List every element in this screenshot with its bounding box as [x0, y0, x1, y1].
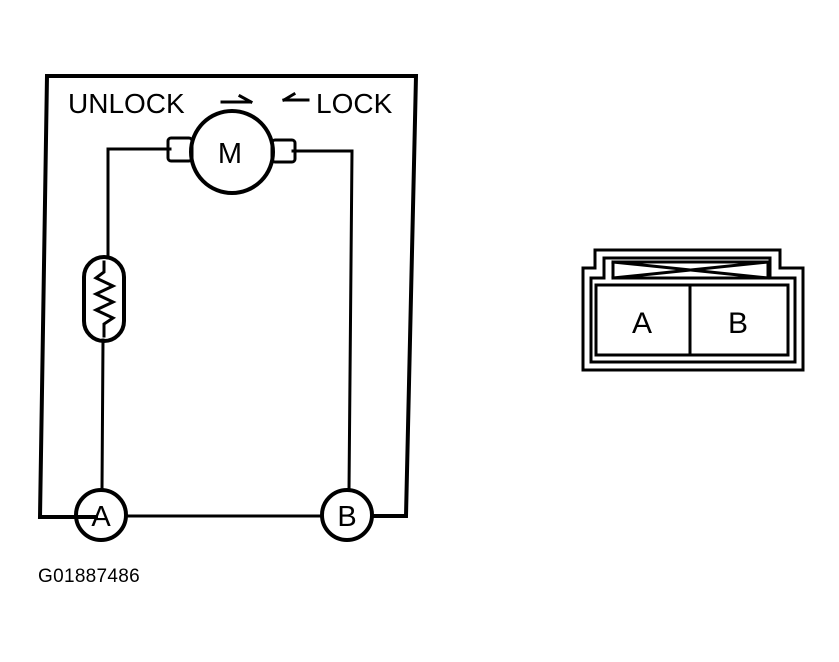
wire-left-lower	[100, 338, 105, 492]
terminal-b-label: B	[337, 501, 356, 533]
terminal-b: B	[320, 488, 374, 542]
connector-face: A B	[581, 248, 805, 372]
motor-label: M	[218, 138, 242, 170]
terminal-a: A	[74, 488, 128, 542]
lock-label: LOCK	[316, 88, 393, 119]
connector-outer-shell	[581, 248, 805, 372]
motor-brush-left	[166, 136, 194, 163]
motor: M	[166, 109, 297, 195]
connector-latch-icon	[611, 260, 770, 280]
unlock-label: UNLOCK	[68, 88, 185, 119]
figure-id: G01887486	[38, 566, 141, 587]
wire-right	[291, 149, 354, 492]
terminal-a-label: A	[91, 501, 111, 533]
connector-pin-area	[594, 283, 790, 357]
arrow-left-icon	[281, 91, 310, 103]
wire-left-upper	[106, 147, 172, 260]
arrow-right-icon	[220, 93, 254, 105]
connector-pin-b-label: B	[728, 307, 748, 340]
connector-pin-a-label: A	[632, 307, 652, 340]
connector-inner-shell	[589, 256, 797, 364]
motor-body	[189, 109, 275, 195]
ptc-thermistor-icon	[82, 255, 126, 343]
actuator-housing-outline	[37, 74, 419, 519]
